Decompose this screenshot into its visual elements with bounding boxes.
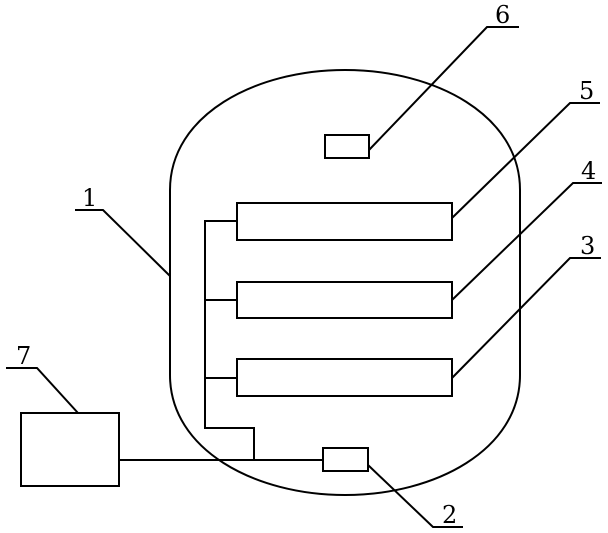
leader-line-1 (75, 209, 171, 277)
leader-line-7 (6, 367, 79, 414)
manifold-wiring (204, 220, 255, 460)
vessel-outline (169, 68, 521, 497)
upper-panel-box (236, 202, 453, 241)
leader-line-5 (451, 102, 600, 219)
middle-panel-box (236, 281, 453, 319)
leader-line-6 (368, 26, 519, 151)
label-top-sensor: 6 (495, 1, 510, 29)
leader-line-4 (451, 182, 602, 301)
label-vessel: 1 (82, 184, 97, 212)
leader-line-3 (451, 257, 601, 379)
label-lower-panel: 3 (580, 232, 595, 260)
top-sensor-box (324, 134, 370, 159)
leader-line-2 (367, 464, 463, 528)
lower-sensor-box (322, 447, 369, 472)
label-middle-panel: 4 (581, 157, 596, 185)
label-lower-sensor: 2 (442, 501, 457, 529)
label-upper-panel: 5 (579, 77, 594, 105)
external-unit-box (20, 412, 120, 487)
lower-panel-box (236, 358, 453, 397)
label-external-unit: 7 (16, 342, 31, 370)
